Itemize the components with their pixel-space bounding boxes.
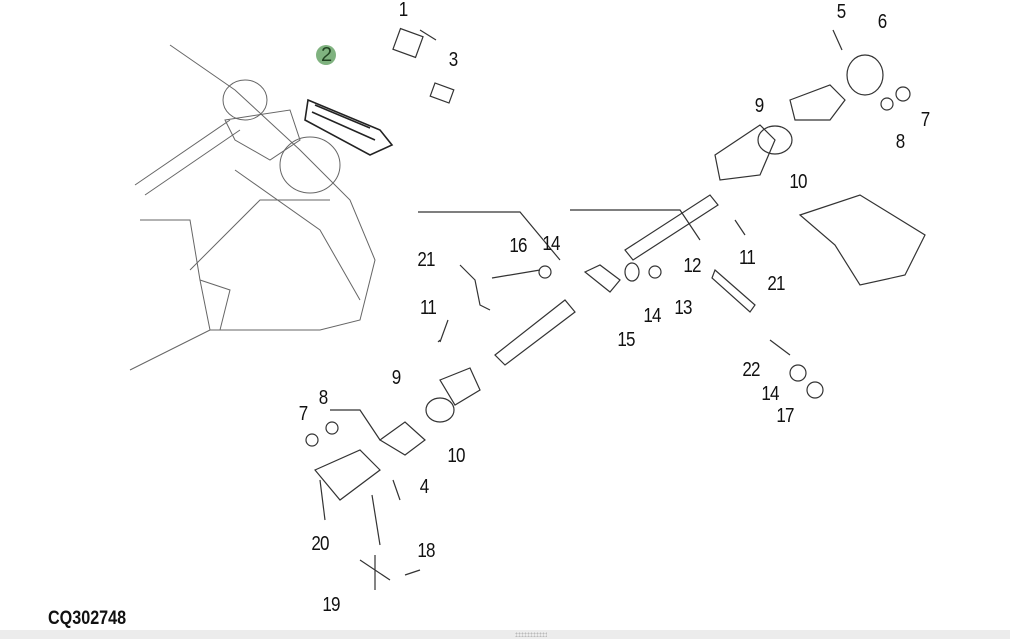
- callout-20[interactable]: 20: [311, 533, 329, 555]
- callout-7[interactable]: 7: [298, 403, 308, 425]
- callout-2-highlighted[interactable]: 2: [316, 45, 336, 65]
- callout-1[interactable]: 1: [398, 0, 408, 21]
- upper-shaft: [624, 29, 926, 286]
- callout-9[interactable]: 9: [391, 367, 401, 389]
- grip-handle-icon[interactable]: [515, 632, 547, 637]
- callout-21[interactable]: 21: [767, 273, 785, 295]
- middle-clamp: [418, 209, 824, 399]
- callout-16[interactable]: 16: [509, 235, 527, 257]
- callout-4[interactable]: 4: [419, 476, 429, 498]
- callout-12[interactable]: 12: [683, 255, 701, 277]
- callout-17[interactable]: 17: [776, 405, 794, 427]
- machine-outline: [129, 44, 376, 371]
- callout-10[interactable]: 10: [447, 445, 465, 467]
- callout-14[interactable]: 14: [761, 383, 779, 405]
- figure-code: CQ302748: [48, 608, 127, 629]
- callout-10[interactable]: 10: [789, 171, 807, 193]
- callout-14[interactable]: 14: [542, 233, 560, 255]
- callout-8[interactable]: 8: [318, 387, 328, 409]
- callout-5[interactable]: 5: [836, 1, 846, 23]
- callout-11[interactable]: 11: [739, 247, 756, 269]
- callout-7[interactable]: 7: [920, 109, 930, 131]
- callout-3[interactable]: 3: [448, 49, 458, 71]
- lower-shaft: [305, 299, 576, 590]
- callout-19[interactable]: 19: [322, 594, 340, 616]
- callout-8[interactable]: 8: [895, 131, 905, 153]
- callout-14[interactable]: 14: [643, 305, 661, 327]
- callout-9[interactable]: 9: [754, 95, 764, 117]
- callout-6[interactable]: 6: [877, 11, 887, 33]
- callout-15[interactable]: 15: [617, 329, 635, 351]
- resize-bar[interactable]: [0, 630, 1010, 639]
- callout-18[interactable]: 18: [417, 540, 435, 562]
- callout-11[interactable]: 11: [420, 297, 437, 319]
- callout-21[interactable]: 21: [417, 249, 435, 271]
- callout-22[interactable]: 22: [742, 359, 760, 381]
- chain-part: [304, 98, 394, 156]
- callout-13[interactable]: 13: [674, 297, 692, 319]
- chain-links: [392, 27, 455, 104]
